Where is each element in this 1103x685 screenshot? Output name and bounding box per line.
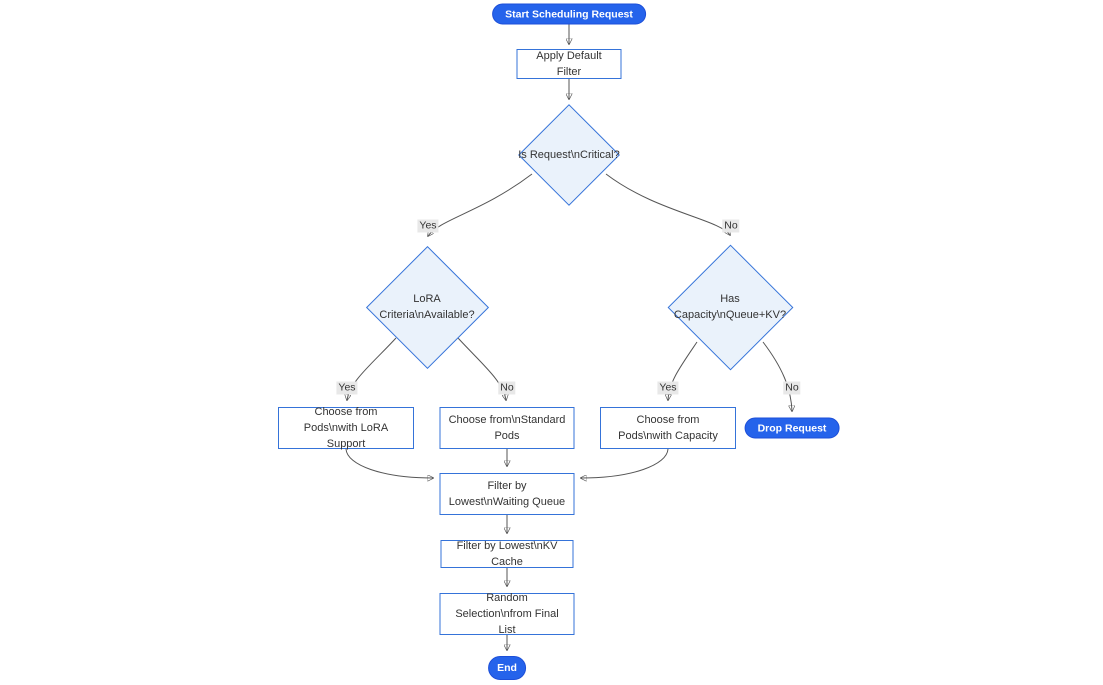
node-has-capacity-decision: Has Capacity\nQueue+KV? (667, 244, 793, 370)
node-random-selection: Random Selection\nfrom Final List (439, 592, 575, 636)
node-drop-request: Drop Request (744, 417, 840, 439)
node-apply-default-filter: Apply Default Filter (516, 49, 622, 79)
edge-choose-lora-to-filter-queue (345, 448, 433, 478)
node-filter-waiting-queue: Filter by Lowest\nWaiting Queue (439, 473, 575, 515)
node-start-scheduling-request: Start Scheduling Request (492, 3, 646, 25)
edge-label-capacity-yes: Yes (657, 381, 679, 395)
decision-label: LoRA Criteria\nAvailable? (379, 293, 475, 321)
edge-label-critical-yes: Yes (417, 219, 439, 233)
edge-capacity-no-to-drop (762, 341, 792, 411)
edge-label-lora-yes: Yes (336, 381, 358, 395)
node-lora-criteria-decision: LoRA Criteria\nAvailable? (365, 245, 489, 369)
decision-label: Has Capacity\nQueue+KV? (673, 293, 787, 321)
node-choose-lora-pods: Choose from Pods\nwith LoRA Support (278, 406, 414, 450)
edge-capacity-yes-to-choose-capacity (668, 341, 698, 400)
decision-label: Is Request\nCritical? (518, 149, 620, 161)
node-filter-kv-cache: Filter by Lowest\nKV Cache (440, 540, 574, 568)
node-end: End (488, 656, 526, 680)
edge-label-critical-no: No (722, 219, 740, 233)
node-choose-standard-pods: Choose from\nStandard Pods (439, 407, 575, 449)
node-is-request-critical-decision: Is Request\nCritical? (518, 104, 620, 206)
edge-is-critical-no-to-capacity (605, 173, 730, 235)
edge-choose-capacity-to-filter-queue (581, 448, 669, 478)
edge-label-capacity-no: No (783, 381, 801, 395)
edge-label-lora-no: No (498, 381, 516, 395)
node-choose-capacity-pods: Choose from Pods\nwith Capacity (600, 407, 736, 449)
edge-is-critical-yes-to-lora (428, 173, 533, 236)
